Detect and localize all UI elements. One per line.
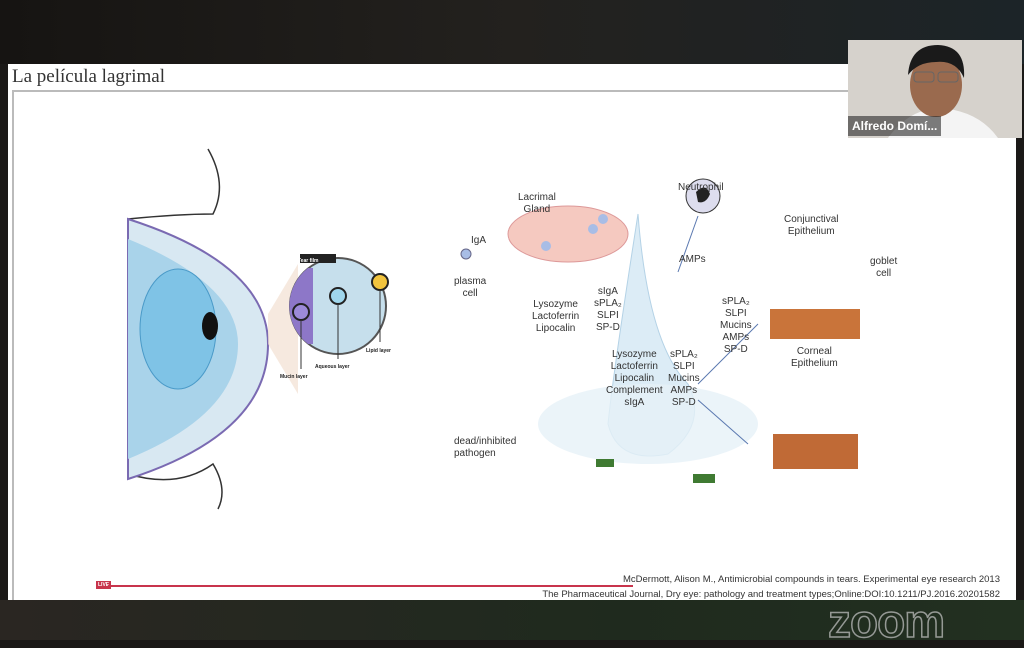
aqueous-layer-label: Aqueous layer: [315, 364, 350, 370]
citation-underline: [108, 585, 633, 587]
tear-contents-right: sPLA₂ SLPI Mucins AMPs SP-D: [668, 349, 700, 408]
citations: McDermott, Alison M., Antimicrobial comp…: [542, 572, 1000, 602]
tear-film-badge: [300, 254, 336, 263]
neutrophil-label: Neutrophil: [678, 182, 724, 193]
conjunctival-epithelium: [770, 309, 860, 339]
lipid-layer-label: Lipid layer: [366, 348, 392, 354]
live-badge: LIVE: [96, 581, 112, 589]
eye-diagram: [127, 148, 389, 510]
mucin-layer-label: Mucin layer: [280, 374, 308, 380]
gland-secretions-left: Lysozyme Lactoferrin Lipocalin: [532, 299, 580, 334]
citation: McDermott, Alison M., Antimicrobial comp…: [623, 574, 1000, 585]
gland-secretions-right: sIgA sPLA₂ SLPI SP-D: [594, 286, 622, 333]
citation: The Pharmaceutical Journal, Dry eye: pat…: [542, 589, 1000, 600]
shared-slide: La película lagrimal Tear film Mucin lay…: [8, 64, 1016, 648]
plasma-cell-label: plasma cell: [454, 276, 487, 299]
participant-video[interactable]: Alfredo Domí...: [848, 40, 1022, 138]
background-bottom: [0, 600, 1024, 640]
zoom-watermark: zoom: [827, 594, 946, 648]
corneal-label: Corneal Epithelium: [791, 346, 838, 369]
slide-title: La película lagrimal: [12, 66, 165, 87]
tear-contents-left: Lysozyme Lactoferrin Lipocalin Complemen…: [606, 349, 663, 408]
tear-film-label: Tear film: [298, 258, 319, 264]
slide-frame: [12, 90, 1016, 600]
goblet-cell-label: goblet cell: [870, 256, 898, 279]
aqueous-drop-icon: [329, 287, 347, 305]
lacrimal-gland-label: Lacrimal Gland: [518, 192, 556, 215]
lacrimal-gland: [507, 205, 629, 263]
epithelium-secretions: sPLA₂ SLPI Mucins AMPs SP-D: [720, 296, 752, 355]
tear-defense-diagram: [460, 178, 860, 483]
iga-label: IgA: [471, 235, 487, 246]
participant-name: Alfredo Domí...: [848, 116, 942, 136]
pathogen-label: dead/inhibited pathogen: [454, 436, 517, 459]
amps-label: AMPs: [679, 254, 706, 265]
conjunctival-label: Conjunctival Epithelium: [784, 214, 839, 237]
lipid-drop-icon: [371, 273, 389, 291]
mucin-drop-icon: [292, 303, 310, 321]
corneal-epithelium: [773, 434, 858, 469]
